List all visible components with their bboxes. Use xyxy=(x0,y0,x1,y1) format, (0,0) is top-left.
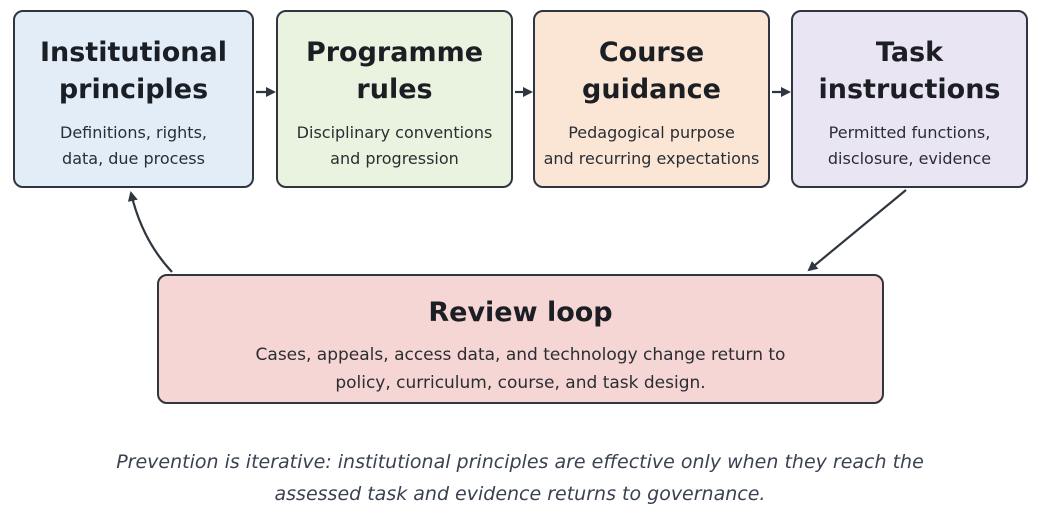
institutional-principles-desc: Definitions, rights, data, due process xyxy=(60,123,207,168)
review-loop-title: Review loop xyxy=(428,297,613,328)
arrow-review-to-institutional xyxy=(127,191,173,273)
arrow-task-to-review xyxy=(807,189,907,272)
course-guidance-desc: Pedagogical purpose and recurring expect… xyxy=(543,123,760,168)
programme-rules-title: Programme rules xyxy=(305,37,484,105)
diagram-caption: Prevention is iterative: institutional p… xyxy=(116,451,924,505)
programme-rules-box: Programme rules Disciplinary conventions… xyxy=(276,10,513,188)
programme-rules-desc: Disciplinary conventions and progression xyxy=(296,123,493,168)
institutional-principles-box: Institutional principles Definitions, ri… xyxy=(13,10,254,188)
review-loop-desc: Cases, appeals, access data, and technol… xyxy=(255,345,786,393)
review-loop-box: Review loop Cases, appeals, access data,… xyxy=(157,274,884,404)
task-instructions-desc: Permitted functions, disclosure, evidenc… xyxy=(827,123,992,168)
institutional-principles-title: Institutional principles xyxy=(39,37,228,105)
task-instructions-title: Task instructions xyxy=(818,37,1001,105)
task-instructions-box: Task instructions Permitted functions, d… xyxy=(791,10,1028,188)
course-guidance-box: Course guidance Pedagogical purpose and … xyxy=(533,10,770,188)
course-guidance-title: Course guidance xyxy=(582,37,721,105)
